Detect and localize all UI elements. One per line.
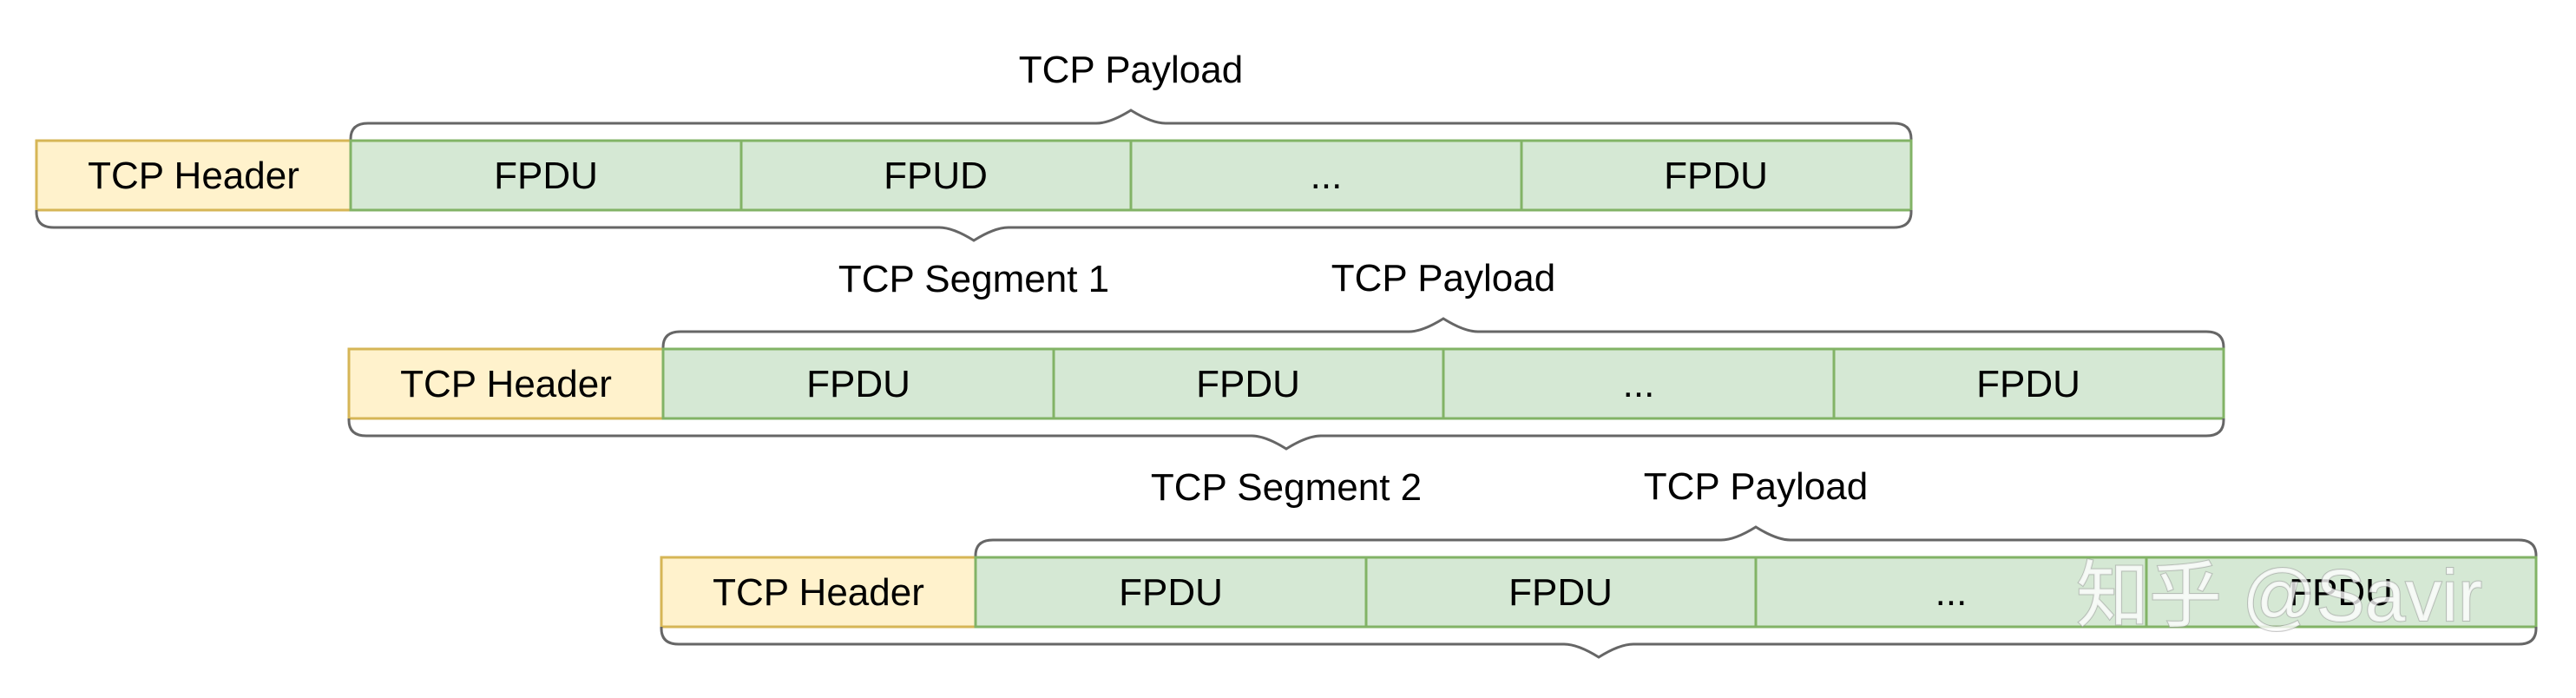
- fpdu-cell-4-label: FPDU: [2289, 571, 2393, 614]
- fpdu-cell-2-label: FPDU: [1508, 571, 1613, 614]
- fpdu-cell-1: [349, 139, 743, 212]
- payload-label: TCP Payload: [1644, 465, 1868, 508]
- fpdu-cell-4: [1520, 139, 1913, 212]
- fpdu-cell-3: [1442, 347, 1836, 420]
- fpdu-cell-2: [1364, 556, 1758, 629]
- payload-label: TCP Payload: [1019, 49, 1243, 91]
- fpdu-cell-1-label: FPDU: [806, 363, 910, 405]
- fpdu-cell-4: [1832, 347, 2225, 420]
- segment-row-1: TCP Payload TCP Header FPDU FPUD ... FPD…: [35, 49, 1913, 300]
- fpdu-cell-3-label: ...: [1311, 155, 1343, 197]
- tcp-header-box: [347, 347, 665, 420]
- segment-brace: [660, 627, 2538, 659]
- watermark-text: 知乎 @Savir: [2076, 555, 2482, 636]
- fpdu-cell-4: [2145, 556, 2538, 629]
- fpdu-cell-3: [1754, 556, 2148, 629]
- payload-brace: [661, 317, 2225, 349]
- tcp-header-label: TCP Header: [400, 363, 612, 405]
- payload-label: TCP Payload: [1331, 257, 1555, 300]
- fpdu-cell-2: [739, 139, 1133, 212]
- payload-brace: [974, 525, 2538, 557]
- segment-brace: [347, 418, 2225, 451]
- tcp-header-box: [35, 139, 352, 212]
- fpdu-cell-4-label: FPDU: [1664, 155, 1768, 197]
- segment-label: TCP Segment 1: [838, 258, 1109, 300]
- tcp-header-label: TCP Header: [88, 155, 299, 197]
- fpdu-cell-2-label: FPUD: [884, 155, 988, 197]
- fpdu-cell-2: [1052, 347, 1445, 420]
- tcp-header-box: [660, 556, 977, 629]
- fpdu-cell-2-label: FPDU: [1196, 363, 1300, 405]
- segment-row-3: TCP Payload TCP Header FPDU FPDU ... FPD…: [660, 465, 2538, 659]
- payload-brace: [349, 109, 1913, 141]
- fpdu-cell-1-label: FPDU: [1119, 571, 1223, 614]
- fpdu-cell-1: [661, 347, 1055, 420]
- segment-label: TCP Segment 2: [1151, 466, 1422, 509]
- fpdu-cell-4-label: FPDU: [1976, 363, 2080, 405]
- fpdu-cell-3-label: ...: [1935, 571, 1968, 614]
- tcp-header-label: TCP Header: [713, 571, 924, 614]
- fpdu-cell-3-label: ...: [1623, 363, 1655, 405]
- segment-brace: [35, 210, 1913, 242]
- segment-row-2: TCP Payload TCP Header FPDU FPDU ... FPD…: [347, 257, 2225, 509]
- fpdu-cell-1-label: FPDU: [494, 155, 598, 197]
